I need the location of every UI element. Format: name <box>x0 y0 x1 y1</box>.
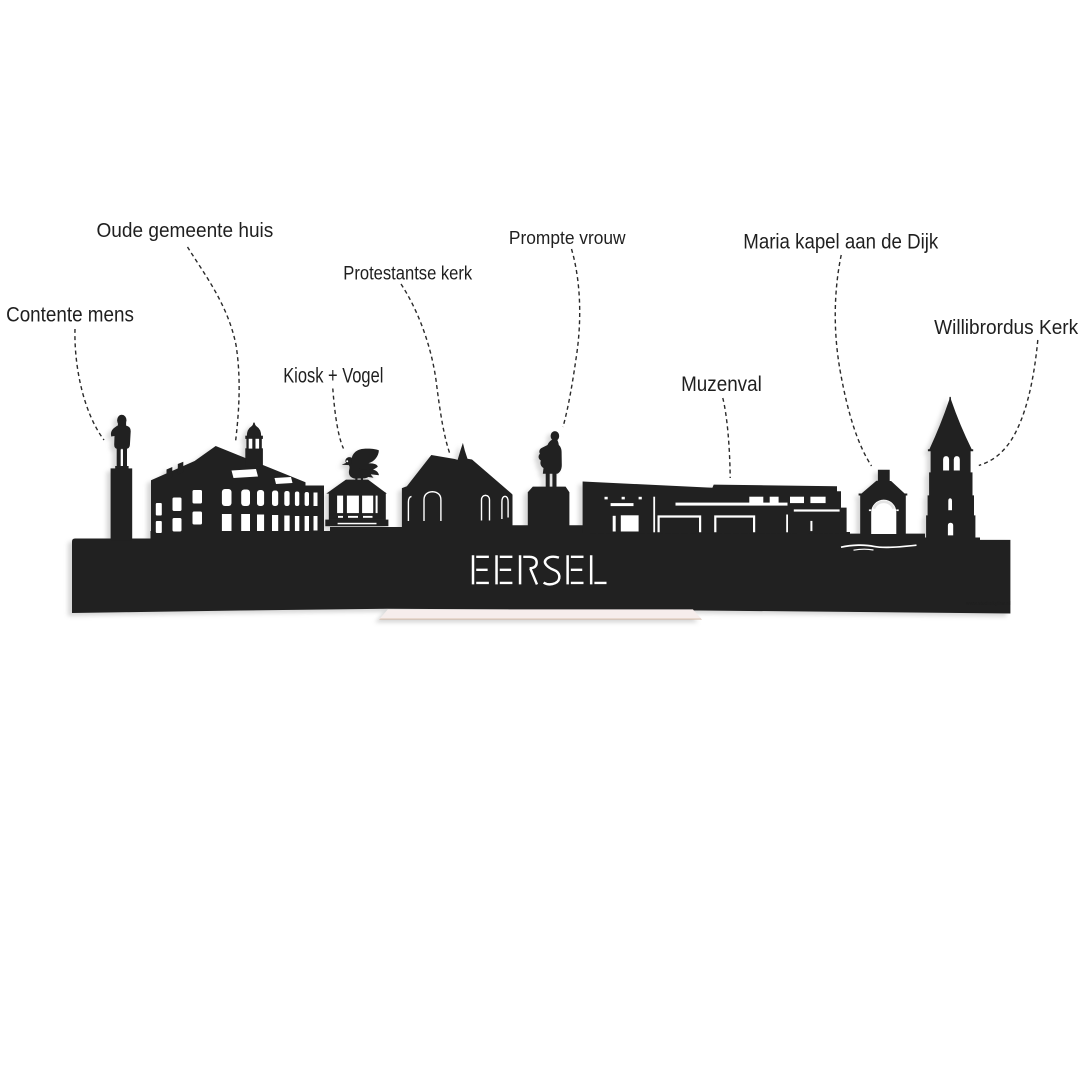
svg-text:Kiosk + Vogel: Kiosk + Vogel <box>283 365 383 388</box>
svg-text:Muzenval: Muzenval <box>681 373 762 396</box>
svg-text:Willibrordus Kerk: Willibrordus Kerk <box>934 316 1079 339</box>
svg-text:www.stadsskyline.nl: www.stadsskyline.nl <box>966 601 1010 607</box>
svg-text:Protestantse kerk: Protestantse kerk <box>343 262 472 284</box>
svg-text:Maria kapel aan de Dijk: Maria kapel aan de Dijk <box>743 230 938 254</box>
svg-text:Contente mens: Contente mens <box>6 302 134 326</box>
svg-text:Prompte vrouw: Prompte vrouw <box>509 228 627 248</box>
svg-text:Oude gemeente huis: Oude gemeente huis <box>97 219 274 242</box>
